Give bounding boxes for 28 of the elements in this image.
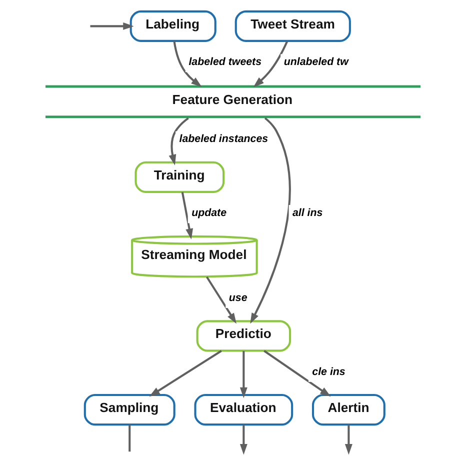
- edge-label: all ins: [292, 207, 323, 220]
- arrow: [168, 117, 189, 166]
- arrow: [253, 40, 288, 88]
- node-box: Tweet Stream: [234, 10, 351, 42]
- arrow: [240, 351, 248, 398]
- arrow: [344, 424, 352, 455]
- arrow: [90, 22, 134, 30]
- node-box: Training: [134, 161, 225, 193]
- connector: [128, 424, 131, 452]
- node-box: Labeling: [130, 10, 216, 42]
- node-box: Evaluation: [194, 394, 294, 426]
- edge-label: cle ins: [312, 366, 346, 378]
- edge-label: update: [192, 207, 226, 220]
- edge-label: unlabeled tw: [284, 56, 348, 68]
- arrow: [173, 40, 202, 87]
- edge-label: labeled tweets: [188, 56, 262, 68]
- node-box: Predictio: [196, 320, 292, 352]
- node-box: Alertin: [312, 394, 386, 426]
- arrow: [181, 192, 193, 240]
- arrow: [250, 117, 291, 324]
- arrow: [264, 350, 331, 397]
- edge-label: use: [228, 292, 248, 304]
- arrow: [206, 276, 236, 324]
- arrow: [149, 350, 222, 397]
- node-text: Feature Generation: [172, 92, 292, 107]
- arrow: [240, 424, 248, 455]
- edge-label: labeled instances: [179, 133, 268, 146]
- node-box: Sampling: [84, 394, 176, 426]
